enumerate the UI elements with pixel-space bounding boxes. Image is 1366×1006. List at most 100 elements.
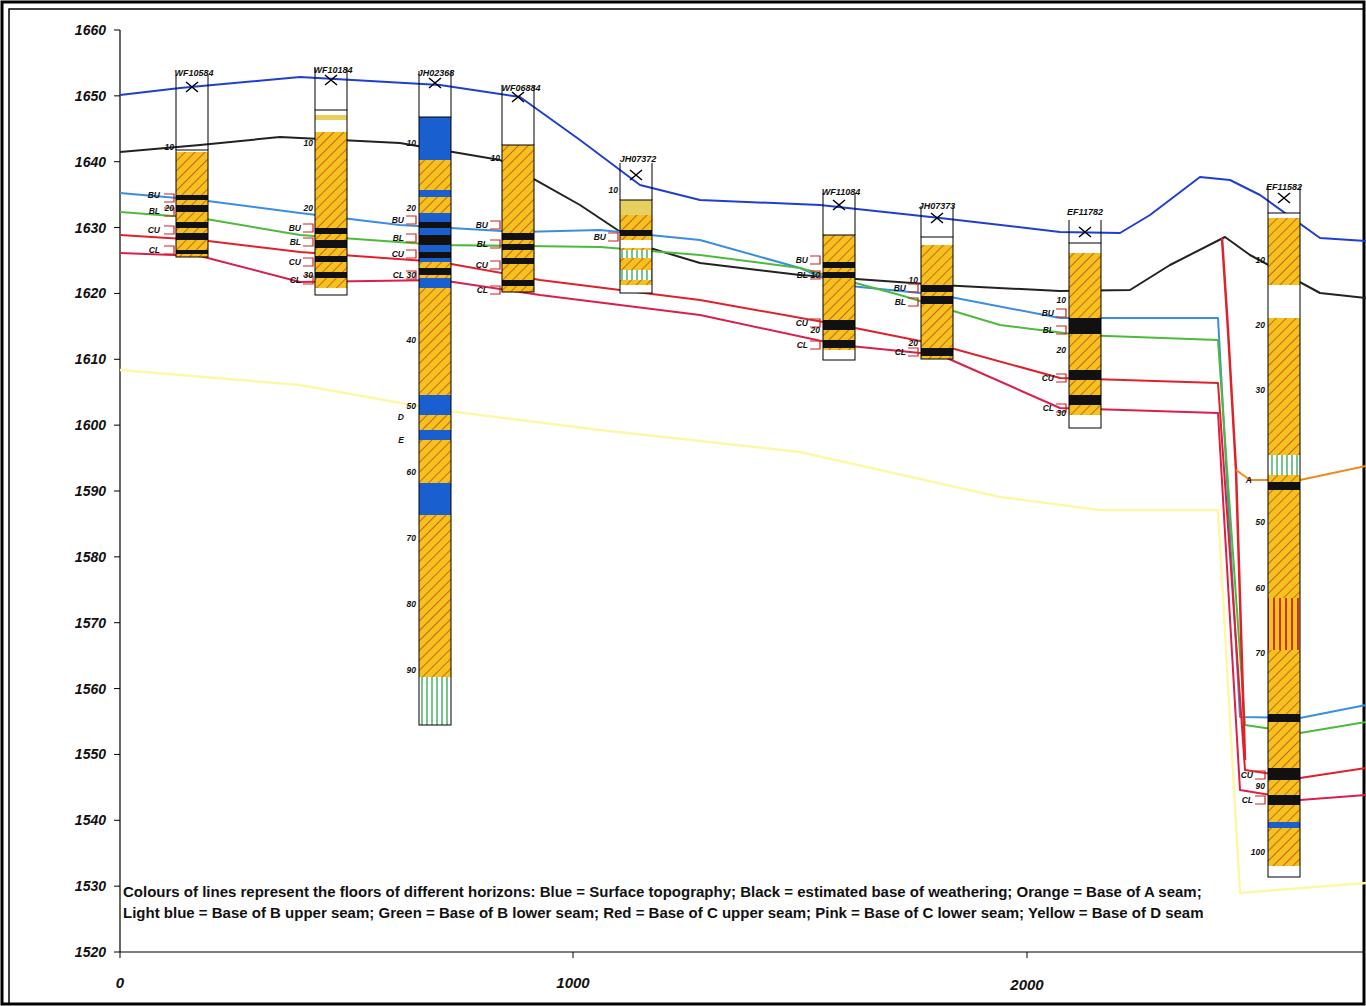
depth-label: E	[398, 436, 404, 445]
column-outline	[823, 235, 855, 360]
lithology-band	[620, 230, 652, 236]
axis-tick	[114, 622, 120, 623]
seam-marker	[303, 224, 313, 232]
depth-label: 70	[1256, 649, 1265, 658]
depth-label: BU	[148, 191, 160, 200]
depth-label: 60	[1256, 584, 1265, 593]
depth-label: BU	[594, 233, 606, 242]
depth-label: 70	[407, 534, 416, 543]
depth-label: 10	[491, 154, 500, 163]
axis-tick	[114, 688, 120, 689]
axis-label: 1640	[75, 155, 106, 169]
depth-label: 20	[1256, 321, 1265, 330]
depth-label: CU	[1241, 771, 1253, 780]
lithology-band	[1268, 285, 1300, 318]
column-outline	[1268, 213, 1300, 877]
depth-label: BU	[796, 256, 808, 265]
borehole-name: WF10584	[174, 69, 213, 78]
seam-marker	[303, 258, 313, 266]
column-edge	[1101, 220, 1102, 243]
depth-label: 50	[407, 402, 416, 411]
axis-tick	[114, 556, 120, 557]
lithology-band	[176, 205, 208, 212]
column-outline	[1069, 243, 1101, 428]
depth-label: CL	[895, 348, 906, 357]
collar-mark	[630, 170, 642, 180]
seam-marker	[490, 221, 500, 229]
seam-marker	[608, 233, 618, 241]
lithology-band	[823, 262, 855, 268]
lithology-band	[1268, 795, 1300, 805]
depth-label: 90	[1256, 782, 1265, 791]
lithology-band	[315, 228, 347, 234]
collar-mark	[186, 82, 198, 92]
axis-label: 0	[116, 975, 124, 990]
column-edge	[1069, 220, 1070, 243]
axis-tick	[114, 30, 120, 31]
depth-label: D	[398, 413, 404, 422]
depth-label: BL	[895, 298, 906, 307]
depth-label: CL	[1242, 796, 1253, 805]
seam-marker	[1255, 771, 1265, 779]
borehole-column	[419, 117, 451, 725]
lithology-band	[315, 115, 347, 120]
collar-mark	[1278, 193, 1290, 203]
depth-label: BL	[290, 238, 301, 247]
depth-label: CU	[476, 261, 488, 270]
lithology-band	[502, 244, 534, 250]
borehole-name: WF10184	[313, 66, 352, 75]
axis-label: 1630	[75, 221, 106, 235]
depth-label: 50	[1256, 518, 1265, 527]
lithology-band	[419, 268, 451, 275]
borehole-column	[1268, 213, 1300, 877]
seam-marker	[406, 216, 416, 224]
lithology-band	[1268, 455, 1300, 475]
depth-label: 90	[407, 666, 416, 675]
seam-marker	[810, 271, 820, 279]
column-outline	[620, 200, 652, 293]
lithology-band	[1268, 714, 1300, 722]
axis-tick	[114, 425, 120, 426]
depth-label: BL	[149, 207, 160, 216]
seam-marker	[810, 341, 820, 349]
lithology-band	[419, 677, 451, 725]
collar-mark	[512, 92, 524, 102]
axis-label: 1650	[75, 89, 106, 103]
axis-label: 2000	[1010, 977, 1043, 992]
lithology-band	[315, 288, 347, 295]
lithology-band	[419, 252, 451, 258]
lithology-band	[823, 272, 855, 278]
lithology-band	[1268, 598, 1300, 650]
borehole-name: JH07372	[620, 155, 657, 164]
depth-label: 80	[407, 600, 416, 609]
axis-label: 1620	[75, 286, 106, 300]
axis-label: 1550	[75, 747, 106, 761]
lithology-band	[419, 235, 451, 245]
lithology-band	[1268, 866, 1300, 877]
axis-label: 1000	[556, 975, 589, 990]
collar-mark	[429, 78, 441, 88]
lithology-band	[620, 285, 652, 293]
depth-label: BL	[797, 271, 808, 280]
lithology-band	[419, 395, 451, 415]
borehole-column	[921, 237, 953, 359]
seam-marker	[164, 194, 174, 202]
borehole-column	[176, 150, 208, 257]
seam-marker	[1056, 309, 1066, 317]
lithology-band	[620, 200, 652, 215]
legend-note: Colours of lines represent the floors of…	[123, 881, 1231, 923]
axis-tick	[114, 359, 120, 360]
lithology-band	[921, 285, 953, 292]
seam-marker	[490, 261, 500, 269]
column-edge	[208, 75, 209, 150]
depth-label: CL	[477, 286, 488, 295]
depth-label: A	[1246, 476, 1252, 485]
axis-label: 1530	[75, 879, 106, 893]
borehole-name: WF11084	[822, 188, 860, 197]
depth-label: 10	[909, 276, 918, 285]
lithology-band	[823, 320, 855, 330]
depth-label: 10	[811, 271, 820, 280]
lithology-band	[419, 117, 451, 160]
column-edge	[823, 193, 824, 235]
depth-label: 20	[909, 339, 918, 348]
